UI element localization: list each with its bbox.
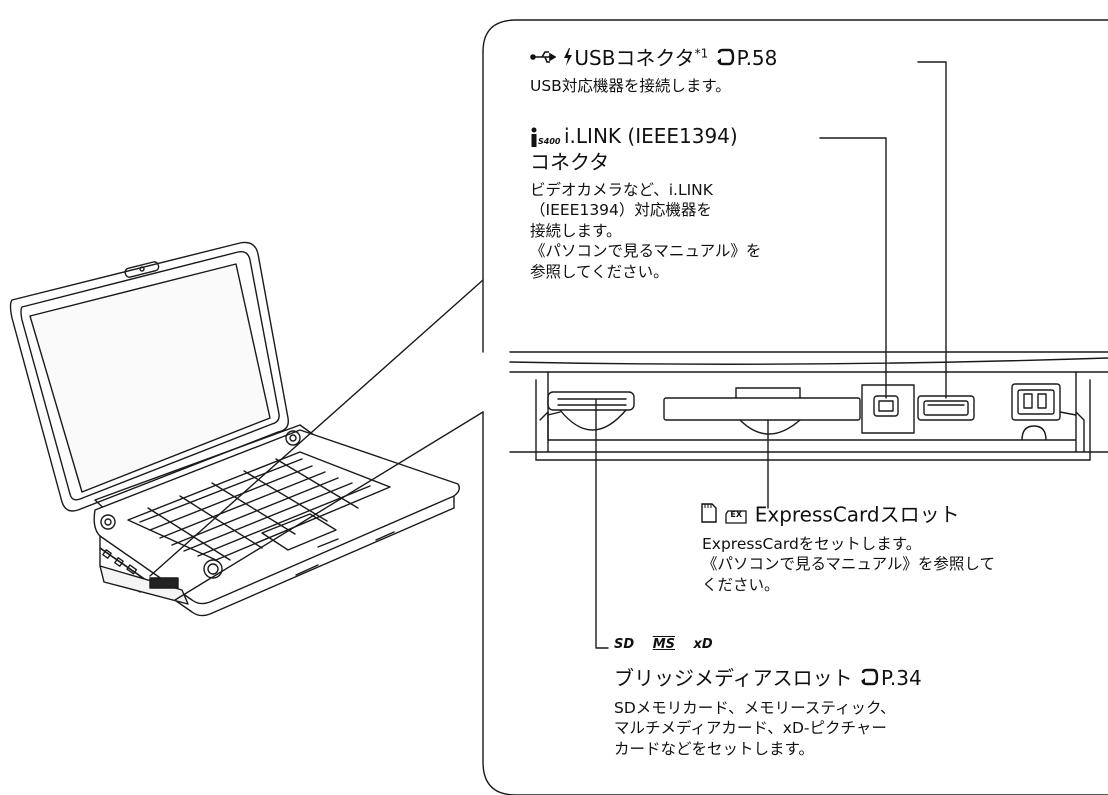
sd-logo-icon: SD <box>614 637 635 652</box>
ilink-desc-line: 接続します。 <box>530 221 622 240</box>
expresscard-desc-line: ください。 <box>702 575 780 594</box>
laptop-illustration <box>9 241 461 617</box>
ilink-icon: S400 <box>530 127 564 149</box>
expresscard-title: ExpressCardスロット <box>754 502 960 527</box>
expresscard-heading: EX ExpressCardスロット <box>700 502 960 530</box>
expresscard-icon: EX <box>724 507 748 525</box>
ilink-icon-text: S400 <box>538 136 561 146</box>
ilink-description: ビデオカメラなど、i.LINK （IEEE1394）対応機器を 接続します。 《… <box>530 180 761 282</box>
usb-description: USB対応機器を接続します。 <box>530 77 731 95</box>
usb-leader <box>917 61 947 399</box>
ilink-title-line1: i.LINK (IEEE1394) <box>564 124 738 148</box>
bridge-desc-line: マルチメディアカード、xD-ピクチャー <box>614 719 887 738</box>
bridge-heading: ブリッジメディアスロット P.34 <box>614 666 922 693</box>
ilink-title-line2: コネクタ <box>530 150 610 174</box>
reference-arrow-icon <box>715 47 737 73</box>
expresscard-desc-line: 《パソコンで見るマニュアル》を参照して <box>702 555 995 574</box>
ilink-heading: S400 i.LINK (IEEE1394) <box>530 124 738 149</box>
bridge-ref: P.34 <box>880 666 922 690</box>
ilink-desc-line: ビデオカメラなど、i.LINK <box>530 181 713 199</box>
memorystick-logo-icon: MS <box>652 637 675 652</box>
expresscard-icon-text: EX <box>730 510 742 519</box>
xd-logo-icon: xD <box>693 637 713 652</box>
expresscard-desc-line: ExpressCardをセットします。 <box>702 535 922 553</box>
reference-arrow-icon <box>859 667 881 693</box>
usb-footnote: *1 <box>694 46 709 61</box>
bridge-leader <box>595 399 609 649</box>
port-panel-zoom <box>509 351 1108 461</box>
usb-icon <box>530 47 557 73</box>
usb-ref: P.58 <box>736 46 778 70</box>
bridge-desc-line: SDメモリカード、メモリースティック、 <box>614 699 896 717</box>
ilink-desc-line: （IEEE1394）対応機器を <box>530 201 712 220</box>
bridge-media-icons: SD MS xD <box>614 637 713 652</box>
card-slot-icon <box>700 502 718 530</box>
bridge-desc-line: カードなどをセットします。 <box>614 739 814 758</box>
ilink-leader <box>819 137 887 399</box>
ilink-desc-line: 参照してください。 <box>530 262 669 281</box>
usb-heading: USBコネクタ*1 P.58 <box>530 46 777 73</box>
usb-title: USBコネクタ <box>574 46 695 70</box>
lightning-icon <box>562 47 574 73</box>
ilink-desc-line: 《パソコンで見るマニュアル》を <box>530 242 762 261</box>
expresscard-description: ExpressCardをセットします。 《パソコンで見るマニュアル》を参照して … <box>702 534 995 595</box>
bridge-title: ブリッジメディアスロット <box>614 666 853 690</box>
bridge-description: SDメモリカード、メモリースティック、 マルチメディアカード、xD-ピクチャー … <box>614 698 896 759</box>
